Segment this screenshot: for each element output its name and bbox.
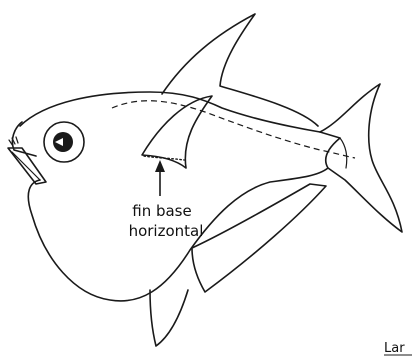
annotation-label-line1: fin base bbox=[132, 202, 191, 220]
annotation-label-line2: horizontal bbox=[129, 222, 204, 240]
annotation-arrow-head bbox=[155, 160, 165, 172]
lateral-line bbox=[112, 101, 355, 158]
tail-fin bbox=[320, 84, 402, 232]
pelvic-fin bbox=[150, 290, 188, 346]
fish-teeth bbox=[9, 137, 18, 146]
pectoral-fin-base-dotted bbox=[144, 156, 184, 160]
dorsal-fin bbox=[162, 14, 318, 126]
anal-fin bbox=[192, 184, 326, 292]
fish-body-outline bbox=[20, 92, 340, 301]
tail-notch bbox=[340, 138, 347, 168]
corner-label: Lar bbox=[384, 341, 405, 356]
